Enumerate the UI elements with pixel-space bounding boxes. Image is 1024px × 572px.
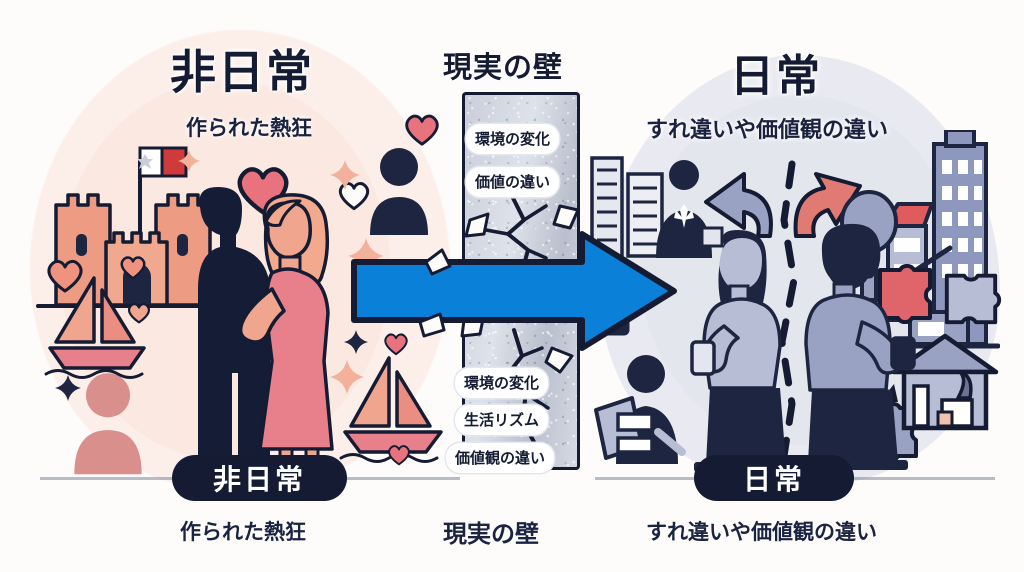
sparkle-icon [344, 330, 368, 354]
center-panel-title: 現実の壁 [443, 50, 564, 84]
person-silhouette [74, 373, 142, 475]
right-panel-caption: すれ違いや価値観の違い [646, 520, 877, 544]
curved-arrow-left-icon [704, 172, 773, 238]
heart-icon [128, 303, 150, 324]
left-panel-caption: 作られた熱狂 [180, 520, 306, 544]
wall-label-bottom-1: 環境の変化 [455, 368, 549, 398]
heart-icon [388, 445, 410, 466]
curved-arrow-right-icon [793, 172, 862, 238]
left-panel-subtitle: 作られた熱狂 [186, 116, 312, 140]
heart-icon [384, 333, 408, 356]
right-panel-title: 日常 [730, 51, 822, 102]
center-panel-caption: 現実の壁 [443, 520, 539, 548]
puzzle-piece-icon [944, 273, 1002, 325]
house-icon [891, 333, 999, 431]
debris-icon [418, 312, 446, 338]
sparkle-icon [330, 160, 360, 190]
sparkle-icon [178, 150, 200, 172]
heart-icon [338, 181, 370, 211]
debris-icon [424, 248, 452, 276]
wall-label-top-2: 価値の違い [466, 167, 560, 197]
couple-silhouette [198, 187, 334, 475]
sailboat-icon [339, 356, 443, 463]
left-panel-pill: 非日常 [172, 455, 347, 501]
wall-label-top-1: 環境の変化 [466, 124, 560, 154]
person-with-documents-icon [594, 355, 686, 464]
businessman-icon [656, 160, 724, 258]
sparkle-icon [348, 238, 384, 274]
woman-with-phone-silhouette [690, 230, 788, 472]
right-panel-subtitle: すれ違いや価値観の違い [646, 118, 889, 143]
heart-icon [47, 259, 83, 293]
castle-icon [36, 146, 235, 308]
sparkle-icon [330, 360, 364, 394]
blue-arrow-icon [351, 231, 677, 351]
city-skyline-icon [590, 156, 664, 258]
man-with-phone-silhouette [802, 223, 916, 470]
person-silhouette [370, 148, 428, 235]
heart-icon [405, 114, 439, 146]
wall-label-bottom-3: 価値観の違い [446, 443, 555, 473]
dashed-divider-icon [778, 160, 798, 460]
right-panel-pill: 日常 [694, 455, 854, 501]
heart-icon [120, 256, 146, 280]
sparkle-icon [55, 375, 81, 401]
sailboat-icon [44, 276, 146, 379]
left-panel-title: 非日常 [170, 45, 314, 99]
wall-label-bottom-2: 生活リズム [455, 405, 549, 435]
puzzle-piece-icon [878, 263, 932, 324]
